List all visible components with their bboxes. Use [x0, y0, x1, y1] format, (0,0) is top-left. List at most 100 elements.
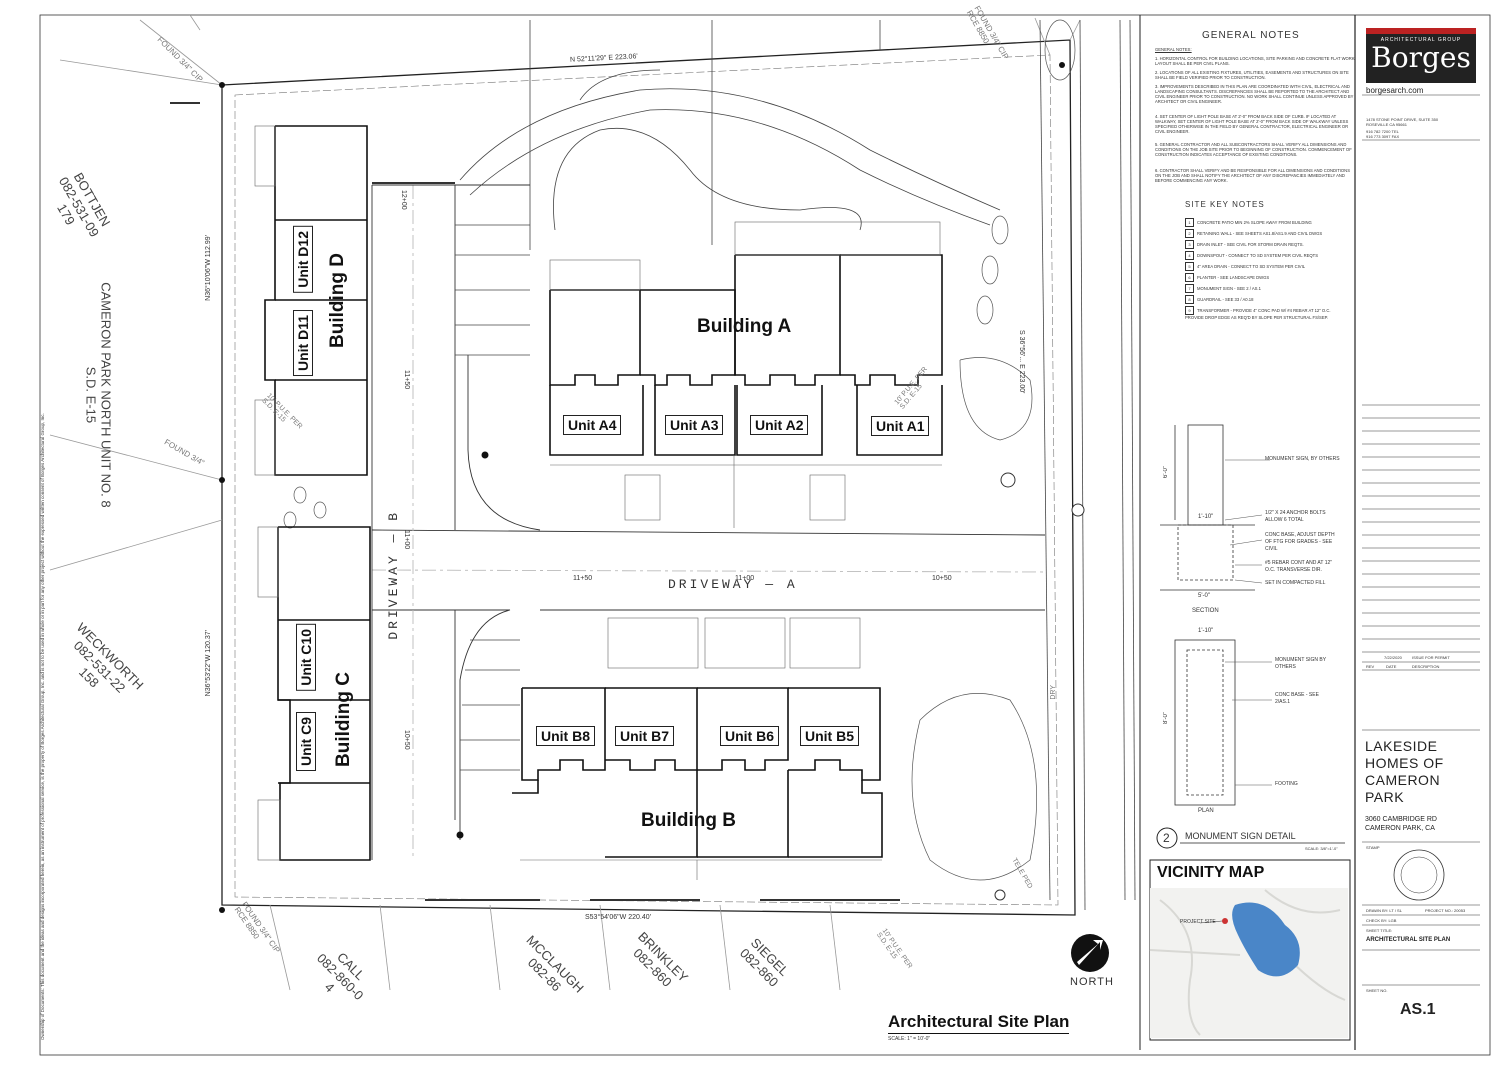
unit-c10-label: Unit C10 [296, 624, 316, 691]
unit-a4-label: Unit A4 [563, 415, 622, 435]
rev-header-description: DESCRIPTION [1412, 664, 1440, 669]
sheet-number-label: SHEET NO. [1366, 988, 1388, 993]
monument-dim-2: 1'-10" [1198, 514, 1214, 520]
bearing-west-lower: N36°53'22"W 120.37' [205, 630, 212, 697]
unit-b8-label: Unit B8 [536, 726, 595, 746]
bearing-west-upper: N36°10'06"W 112.99' [205, 235, 212, 301]
monument-callout-1: MONUMENT SIGN, BY OTHERS [1265, 456, 1340, 462]
building-c-outline [277, 526, 371, 861]
titleblock-sheet-title: ARCHITECTURAL SITE PLAN [1366, 937, 1451, 943]
borges-logo: ARCHITECTURAL GROUP Borges [1366, 28, 1476, 83]
revision-date: 7/22/2020 [1384, 655, 1402, 660]
monument-plan-graphic [1174, 639, 1236, 806]
monument-dim-3: 5'-0" [1198, 593, 1210, 599]
rev-header-rev: REV [1366, 664, 1375, 669]
driveway-b-label: DRIVEWAY — B [386, 510, 401, 640]
firm-phone: 916 782 7200 TEL 916 773 3097 FAX [1366, 129, 1400, 139]
station-a-3: 10+50 [932, 575, 952, 582]
station-a-1: 11+50 [573, 575, 593, 582]
landscape-path [459, 69, 1001, 231]
rev-header-date: DATE [1386, 664, 1397, 669]
dry-utility: DRY [1050, 685, 1057, 700]
station-b-2: 11+50 [403, 370, 410, 390]
monument-dim-1: 6'-0" [1163, 466, 1169, 478]
monument-dim-4: 1'-10" [1198, 628, 1214, 634]
monument-callout-3: CONC BASE, ADJUST DEPTH OF FTG FOR GRADE… [1265, 532, 1335, 552]
general-note-2: 2. LOCATIONS OF ALL EXISTING FIXTURES, U… [1155, 70, 1349, 80]
sheet-scale: SCALE: 1" = 10'-0" [888, 1036, 931, 1042]
building-d-label: Building D [327, 253, 348, 348]
drawn-by: DRAWN BY: LT / SL [1366, 908, 1402, 913]
unit-b7-label: Unit B7 [615, 726, 674, 746]
building-a-patios [549, 221, 942, 528]
parcel-cameron-park-north: CAMERON PARK NORTH UNIT NO. 8 S.D. E-15 [83, 282, 114, 508]
unit-a1-label: Unit A1 [871, 416, 930, 436]
architect-stamp [1393, 849, 1445, 901]
detail-number: 2 [1163, 831, 1170, 845]
sheet-title-label: SHEET TITLE: [1366, 928, 1393, 933]
revision-description: ISSUE FOR PERMIT [1412, 655, 1450, 660]
building-a-label: Building A [697, 316, 792, 337]
monument-callout-4: #5 REBAR CONT AND AT 12" O.C. TRANSVERSE… [1265, 560, 1333, 573]
monument-detail-scale: SCALE: 3/8"=1'-0" [1305, 846, 1338, 851]
detail-bubble [1156, 827, 1178, 849]
project-name: LAKESIDE HOMES OF CAMERON PARK [1365, 738, 1444, 805]
building-d-outline [264, 125, 368, 476]
vicinity-site-pin [1222, 918, 1228, 924]
monument-section-graphic [1160, 424, 1255, 591]
general-note-3: 3. IMPROVEMENTS DESCRIBED IN THIS PLAN A… [1155, 84, 1354, 104]
unit-b5-label: Unit B5 [800, 726, 859, 746]
monument-callout-5: SET IN COMPACTED FILL [1265, 580, 1326, 586]
vicinity-project-site: PROJECT SITE [1180, 919, 1216, 925]
general-note-5: 5. GENERAL CONTRACTOR AND ALL SUBCONTRAC… [1155, 142, 1352, 157]
sheet-number: AS.1 [1400, 1001, 1436, 1018]
building-b-patios [520, 617, 882, 880]
monument-callout-8: FOOTING [1275, 781, 1298, 787]
unit-a2-label: Unit A2 [750, 415, 809, 435]
general-notes-subtitle: GENERAL NOTES: [1155, 47, 1192, 52]
monument-section-label: SECTION [1192, 608, 1219, 614]
setback-line [234, 54, 1059, 906]
unit-b6-label: Unit B6 [720, 726, 779, 746]
monument-callout-7: CONC BASE - SEE 2/AS.1 [1275, 692, 1319, 705]
survey-monuments [219, 62, 1065, 913]
firm-address: 1478 STONE POINT DRIVE, SUITE 350 ROSEVI… [1366, 117, 1439, 127]
vicinity-lake [1232, 902, 1300, 977]
titleblock-grid [1362, 94, 1480, 986]
station-b-4: 10+50 [403, 730, 410, 750]
sheet-title: Architectural Site Plan [888, 1012, 1070, 1034]
landscape-rocks [283, 19, 1076, 881]
monument-callout-2: 1/2" X 24 ANCHOR BOLTS ALLOW 6 TOTAL [1265, 510, 1326, 523]
monument-plan-label: PLAN [1198, 808, 1214, 814]
general-notes-title: GENERAL NOTES [1202, 30, 1300, 41]
monument-callout-6: MONUMENT SIGN BY OTHERS [1275, 657, 1326, 670]
monument-leaders [1224, 459, 1272, 786]
unit-d11-label: Unit D11 [293, 310, 313, 377]
station-b-3: 11+00 [403, 530, 410, 550]
bearing-south: S53°54'06"W 220.40' [585, 914, 651, 921]
light-poles [994, 472, 1085, 901]
project-number: PROJECT NO.: 20053 [1425, 908, 1466, 913]
general-note-4: 4. SET CENTER OF LIGHT POLE BASE AT 2'-0… [1155, 114, 1349, 134]
neighbor-parcel-lines [49, 14, 1081, 991]
building-a-outline [549, 254, 943, 456]
driveway-a-label: DRIVEWAY — A [668, 577, 798, 592]
building-b-outline [512, 687, 883, 858]
unit-a3-label: Unit A3 [665, 415, 724, 435]
north-arrow-graphic [1071, 934, 1109, 972]
bearing-east: S 36°56'... E 223.00' [1018, 330, 1025, 394]
station-a-2: 11+00 [735, 575, 755, 582]
building-c-label: Building C [333, 672, 354, 767]
stamp-label: STAMP [1366, 845, 1380, 850]
firm-website: borgesarch.com [1366, 86, 1424, 95]
sheet-border [39, 14, 1491, 1056]
general-note-6: 6. CONTRACTOR SHALL VERIFY AND BE RESPON… [1155, 168, 1350, 183]
utility-lines [529, 19, 1136, 911]
